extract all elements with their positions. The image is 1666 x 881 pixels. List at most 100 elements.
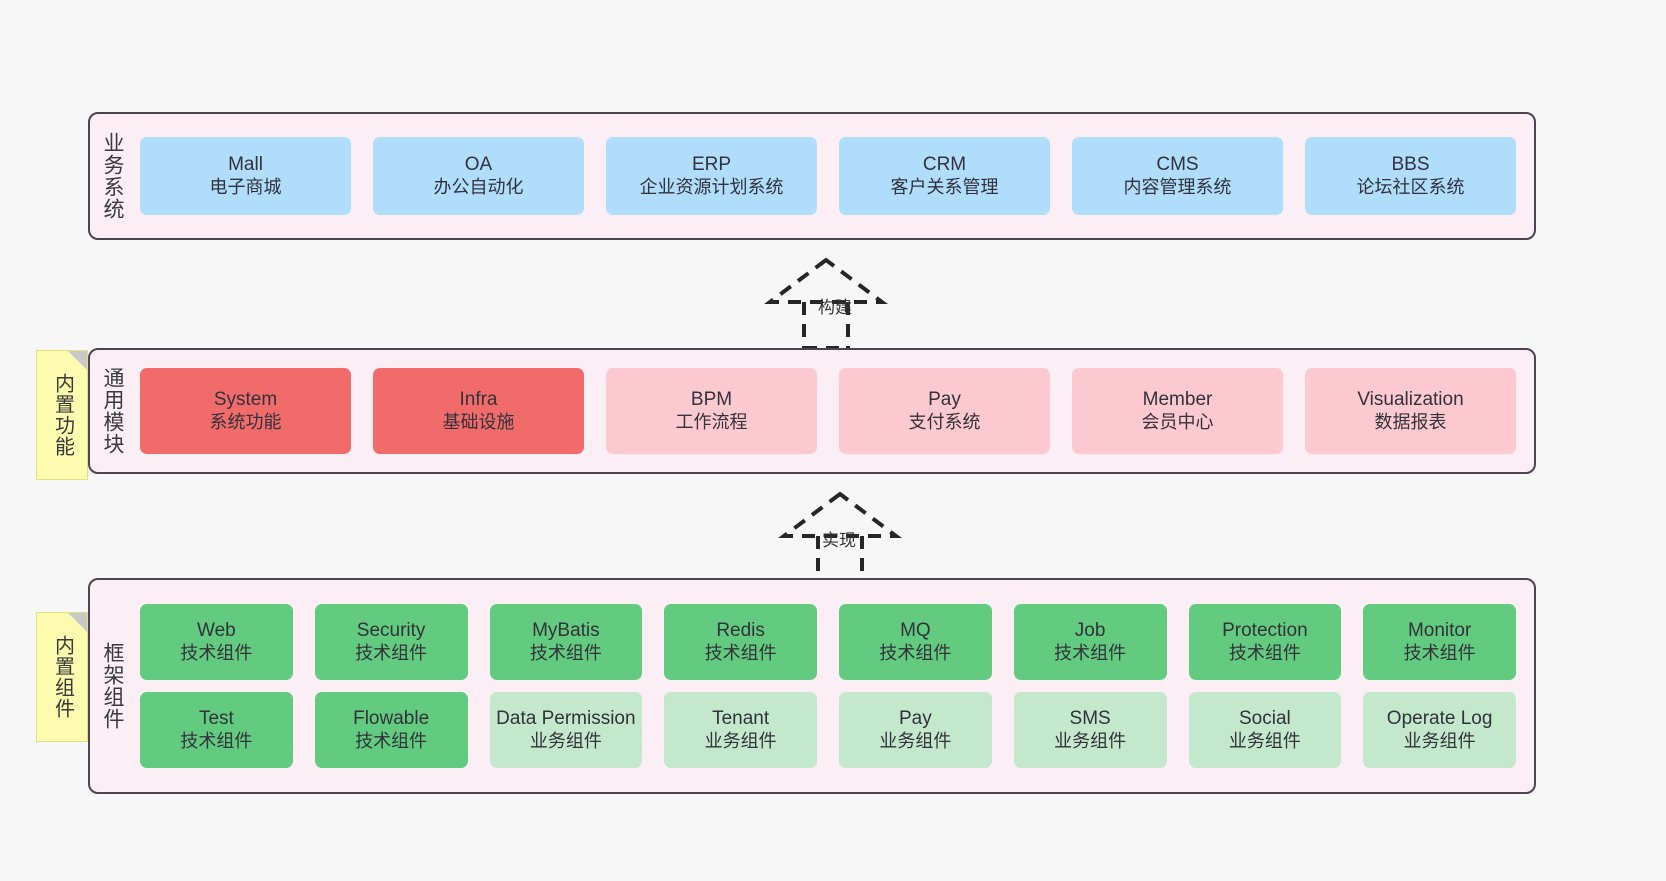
card-title: BPM bbox=[690, 389, 733, 411]
card-subtitle: 技术组件 bbox=[529, 642, 602, 663]
layer-common-modules: 通用模块 System 系统功能 Infra 基础设施 BPM 工作流程 Pay… bbox=[88, 348, 1536, 474]
card-title: Security bbox=[356, 620, 426, 642]
card-subtitle: 业务组件 bbox=[1228, 730, 1301, 751]
card-title: Mall bbox=[228, 154, 263, 176]
card-subtitle: 电子商城 bbox=[209, 176, 282, 197]
layer-body-business-systems: Mall 电子商城 OA 办公自动化 ERP 企业资源计划系统 CRM 客户关系… bbox=[134, 114, 1534, 238]
card-subtitle: 技术组件 bbox=[1228, 642, 1301, 663]
card-mall[interactable]: Mall 电子商城 bbox=[140, 137, 351, 215]
card-subtitle: 业务组件 bbox=[704, 730, 777, 751]
note-label: 内置功能 bbox=[51, 373, 74, 457]
card-subtitle: 技术组件 bbox=[1054, 642, 1127, 663]
card-subtitle: 技术组件 bbox=[1403, 642, 1476, 663]
card-subtitle: 技术组件 bbox=[180, 730, 253, 751]
card-title: System bbox=[213, 389, 278, 411]
card-crm[interactable]: CRM 客户关系管理 bbox=[839, 137, 1050, 215]
card-title: CMS bbox=[1156, 154, 1199, 176]
card-tenant[interactable]: Tenant 业务组件 bbox=[664, 692, 817, 768]
card-subtitle: 论坛社区系统 bbox=[1356, 176, 1465, 197]
note-builtin-features: 内置功能 bbox=[36, 350, 88, 480]
layer-title-framework-components: 框架组件 bbox=[100, 642, 124, 730]
card-title: Data Permission bbox=[496, 708, 636, 730]
layer-business-systems: 业务系统 Mall 电子商城 OA 办公自动化 ERP 企业资源计划系统 CRM… bbox=[88, 112, 1536, 240]
card-subtitle: 技术组件 bbox=[704, 642, 777, 663]
card-cms[interactable]: CMS 内容管理系统 bbox=[1072, 137, 1283, 215]
card-subtitle: 办公自动化 bbox=[433, 176, 524, 197]
card-subtitle: 基础设施 bbox=[442, 411, 515, 432]
card-social[interactable]: Social 业务组件 bbox=[1188, 692, 1342, 768]
card-data-permission[interactable]: Data Permission 业务组件 bbox=[489, 692, 643, 768]
card-title: Job bbox=[1074, 620, 1106, 642]
card-subtitle: 内容管理系统 bbox=[1123, 176, 1232, 197]
note-builtin-components: 内置组件 bbox=[36, 612, 88, 742]
card-subtitle: 企业资源计划系统 bbox=[639, 176, 784, 197]
card-subtitle: 支付系统 bbox=[908, 411, 981, 432]
card-title: ERP bbox=[691, 154, 732, 176]
card-title: Monitor bbox=[1407, 620, 1472, 642]
card-mq[interactable]: MQ 技术组件 bbox=[839, 604, 992, 680]
card-sms[interactable]: SMS 业务组件 bbox=[1013, 692, 1167, 768]
card-subtitle: 系统功能 bbox=[209, 411, 282, 432]
layer-title-business-systems: 业务系统 bbox=[100, 132, 124, 220]
card-title: Operate Log bbox=[1386, 708, 1493, 730]
card-title: Web bbox=[197, 620, 236, 642]
card-title: Infra bbox=[459, 389, 498, 411]
card-infra[interactable]: Infra 基础设施 bbox=[373, 368, 584, 454]
card-row: Web 技术组件 Security 技术组件 MyBatis 技术组件 Redi… bbox=[140, 604, 1516, 680]
card-title: OA bbox=[464, 154, 493, 176]
card-security[interactable]: Security 技术组件 bbox=[314, 604, 468, 680]
card-title: Redis bbox=[716, 620, 765, 642]
card-subtitle: 技术组件 bbox=[355, 730, 428, 751]
card-row: Test 技术组件 Flowable 技术组件 Data Permission … bbox=[140, 692, 1516, 768]
card-title: BBS bbox=[1391, 154, 1430, 176]
card-member[interactable]: Member 会员中心 bbox=[1072, 368, 1283, 454]
card-monitor[interactable]: Monitor 技术组件 bbox=[1363, 604, 1516, 680]
card-title: Member bbox=[1142, 389, 1213, 411]
card-row: Mall 电子商城 OA 办公自动化 ERP 企业资源计划系统 CRM 客户关系… bbox=[140, 137, 1516, 215]
card-title: SMS bbox=[1069, 708, 1111, 730]
card-system[interactable]: System 系统功能 bbox=[140, 368, 351, 454]
card-title: Pay bbox=[899, 708, 932, 730]
card-mybatis[interactable]: MyBatis 技术组件 bbox=[489, 604, 643, 680]
card-title: Pay bbox=[928, 389, 961, 411]
card-title: Social bbox=[1239, 708, 1291, 730]
card-title: MQ bbox=[900, 620, 931, 642]
connector-build-label: 构建 bbox=[818, 298, 852, 317]
card-title: Flowable bbox=[353, 708, 430, 730]
card-bbs[interactable]: BBS 论坛社区系统 bbox=[1305, 137, 1516, 215]
card-pay-component[interactable]: Pay 业务组件 bbox=[839, 692, 992, 768]
layer-body-common-modules: System 系统功能 Infra 基础设施 BPM 工作流程 Pay 支付系统… bbox=[134, 350, 1534, 472]
card-flowable[interactable]: Flowable 技术组件 bbox=[314, 692, 468, 768]
card-oa[interactable]: OA 办公自动化 bbox=[373, 137, 584, 215]
card-row: System 系统功能 Infra 基础设施 BPM 工作流程 Pay 支付系统… bbox=[140, 368, 1516, 454]
card-web[interactable]: Web 技术组件 bbox=[140, 604, 293, 680]
card-title: Tenant bbox=[712, 708, 770, 730]
layer-framework-components: 框架组件 Web 技术组件 Security 技术组件 MyBatis 技术组件… bbox=[88, 578, 1536, 794]
card-title: Protection bbox=[1222, 620, 1308, 642]
card-subtitle: 业务组件 bbox=[1054, 730, 1127, 751]
card-job[interactable]: Job 技术组件 bbox=[1013, 604, 1167, 680]
card-subtitle: 技术组件 bbox=[180, 642, 253, 663]
layer-title-common-modules: 通用模块 bbox=[100, 367, 124, 455]
card-subtitle: 技术组件 bbox=[355, 642, 428, 663]
note-label: 内置组件 bbox=[51, 635, 74, 719]
card-pay-module[interactable]: Pay 支付系统 bbox=[839, 368, 1050, 454]
card-redis[interactable]: Redis 技术组件 bbox=[664, 604, 817, 680]
card-title: Visualization bbox=[1357, 389, 1464, 411]
layer-body-framework-components: Web 技术组件 Security 技术组件 MyBatis 技术组件 Redi… bbox=[134, 580, 1534, 792]
card-subtitle: 业务组件 bbox=[1403, 730, 1476, 751]
card-subtitle: 工作流程 bbox=[675, 411, 748, 432]
card-bpm[interactable]: BPM 工作流程 bbox=[606, 368, 817, 454]
card-protection[interactable]: Protection 技术组件 bbox=[1188, 604, 1342, 680]
card-title: CRM bbox=[922, 154, 967, 176]
card-title: MyBatis bbox=[532, 620, 600, 642]
connector-implement-label: 实现 bbox=[822, 531, 856, 550]
card-subtitle: 数据报表 bbox=[1374, 411, 1447, 432]
card-erp[interactable]: ERP 企业资源计划系统 bbox=[606, 137, 817, 215]
card-test[interactable]: Test 技术组件 bbox=[140, 692, 293, 768]
card-title: Test bbox=[198, 708, 234, 730]
card-subtitle: 技术组件 bbox=[879, 642, 952, 663]
card-operate-log[interactable]: Operate Log 业务组件 bbox=[1363, 692, 1516, 768]
card-visualization[interactable]: Visualization 数据报表 bbox=[1305, 368, 1516, 454]
